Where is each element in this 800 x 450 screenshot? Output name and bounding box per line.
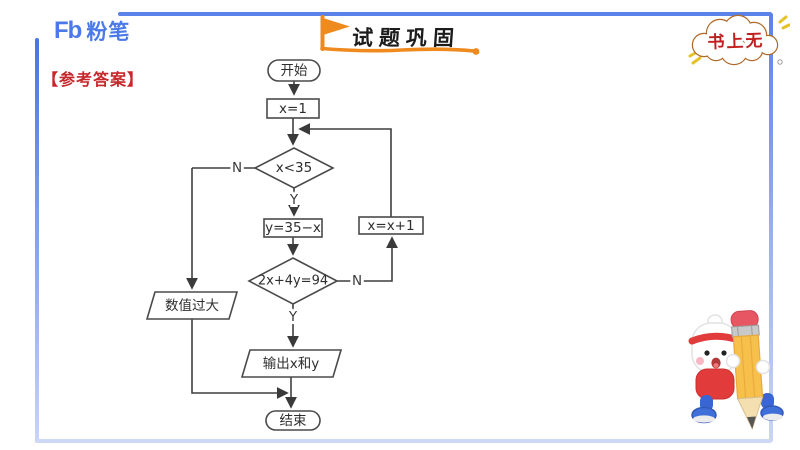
node-cond1-shape bbox=[253, 147, 335, 189]
node-cond2-shape bbox=[247, 257, 339, 305]
node-assign-shape bbox=[263, 218, 323, 238]
branch-no1-label: N bbox=[232, 160, 242, 176]
title-underline bbox=[320, 46, 476, 53]
cloud-fill bbox=[693, 16, 777, 64]
node-end-label: 结束 bbox=[280, 413, 307, 429]
flow-node-labels: 开始 x=1 x<35 y=35−x 2x+4y=94 x=x+1 数值过大 输… bbox=[165, 63, 415, 429]
node-init-shape bbox=[266, 98, 320, 119]
node-start-label: 开始 bbox=[281, 63, 308, 79]
node-increment-label: x=x+1 bbox=[367, 218, 414, 234]
reference-answer-label: 【参考答案】 bbox=[42, 72, 145, 89]
mascot-shirt bbox=[695, 368, 735, 400]
flag-underline-decoration bbox=[320, 15, 480, 55]
node-too-large-shape bbox=[145, 291, 239, 320]
mascot-front-leg bbox=[691, 395, 717, 424]
badge-label: 书上无 bbox=[707, 31, 765, 53]
flow-connectors bbox=[186, 81, 398, 409]
frame-right-border bbox=[769, 13, 773, 442]
branch-yes1-label: Y bbox=[289, 192, 299, 208]
fenbi-logo-icon: Fb bbox=[54, 17, 82, 44]
frame-top-border bbox=[118, 12, 772, 16]
flow-branch-labels: N Y N Y bbox=[229, 157, 365, 328]
node-cond1-label: x<35 bbox=[276, 160, 312, 176]
too-large-join-connector bbox=[191, 319, 289, 399]
node-cond2-label: 2x+4y=94 bbox=[258, 274, 328, 289]
node-output-shape bbox=[240, 349, 343, 378]
node-start-shape bbox=[267, 59, 321, 82]
mascot-back-leg bbox=[760, 393, 784, 421]
n-to-increment-connector bbox=[337, 236, 398, 282]
mascot-illustration bbox=[688, 310, 784, 431]
frame-left-border bbox=[35, 38, 39, 443]
flowchart: 开始 x=1 x<35 y=35−x 2x+4y=94 x=x+1 数值过大 输… bbox=[145, 59, 424, 431]
book-badge: 书上无 bbox=[688, 14, 790, 66]
node-too-large-label: 数值过大 bbox=[165, 298, 219, 314]
flow-shapes bbox=[145, 59, 424, 431]
page-title: 试题巩固 bbox=[351, 26, 461, 50]
mascot-hands bbox=[725, 353, 771, 375]
node-end-shape bbox=[265, 410, 321, 431]
fenbi-logo: Fb 粉笔 bbox=[54, 16, 130, 46]
node-increment-shape bbox=[358, 216, 424, 235]
node-init-label: x=1 bbox=[279, 101, 307, 117]
node-output-label: 输出x和y bbox=[263, 356, 319, 372]
node-assign-label: y=35−x bbox=[265, 220, 321, 236]
branch-no2-label: N bbox=[352, 273, 362, 289]
flag-icon bbox=[323, 18, 350, 35]
pencil-icon bbox=[730, 310, 764, 431]
frame-bottom-border bbox=[36, 439, 772, 443]
branch-yes2-label: Y bbox=[288, 309, 298, 325]
fenbi-logo-name: 粉笔 bbox=[86, 21, 131, 44]
loop-back-connector bbox=[298, 123, 392, 217]
